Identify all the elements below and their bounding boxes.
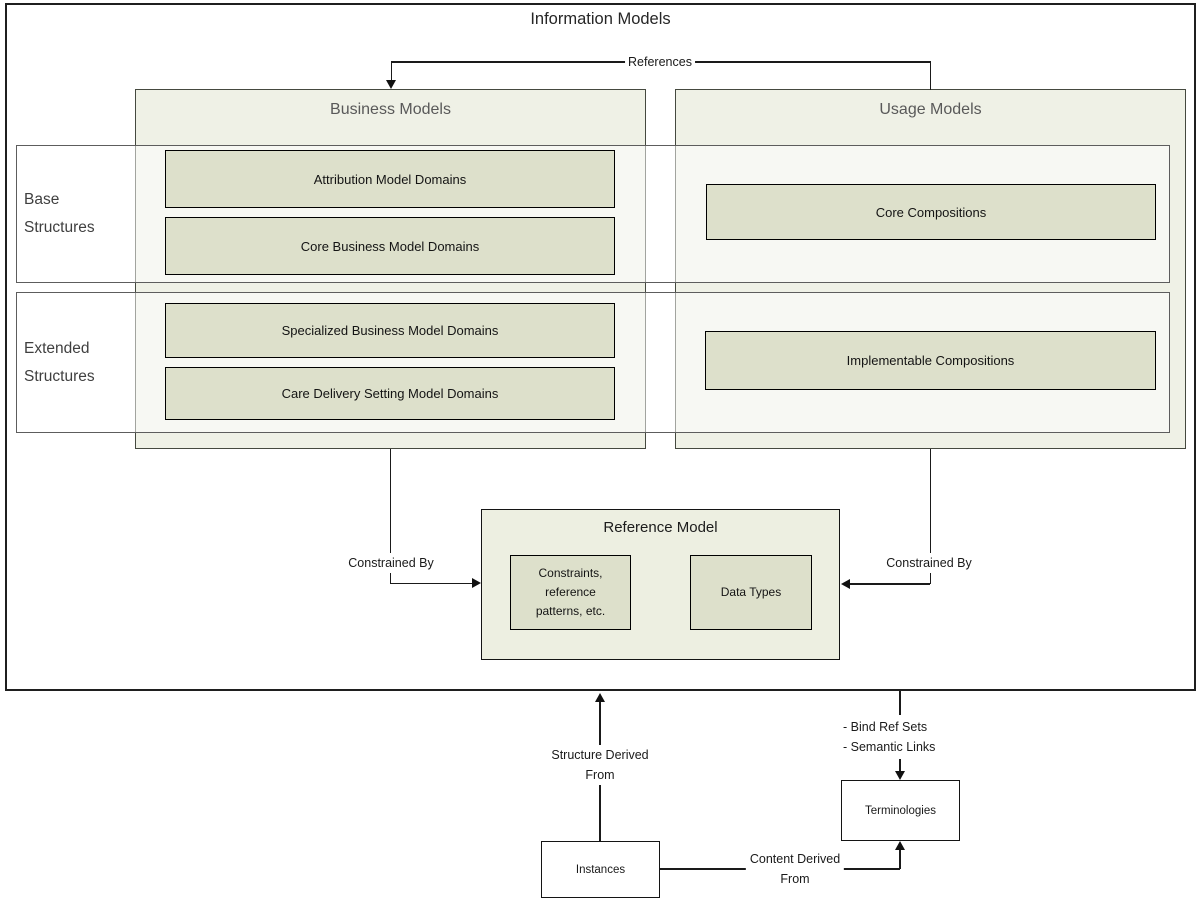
data-types-box: Data Types [690, 555, 812, 630]
implementable-compositions-box: Implementable Compositions [705, 331, 1156, 390]
arrowhead-up-icon [595, 693, 605, 702]
constrained-by-left-label: Constrained By [348, 553, 434, 573]
constrained-by-right-label: Constrained By [886, 553, 972, 573]
care-delivery-setting-model-domains-box: Care Delivery Setting Model Domains [165, 367, 615, 420]
constrained-by-left-connector-h [390, 582, 473, 584]
terminologies-box: Terminologies [841, 780, 960, 841]
specialized-business-model-domains-box: Specialized Business Model Domains [165, 303, 615, 358]
references-label: References [625, 52, 695, 72]
constraints-label: Constraints, reference patterns, etc. [535, 566, 606, 618]
extended-structures-label: Extended Structures [24, 339, 95, 385]
references-connector-right [929, 61, 931, 90]
references-connector-left [390, 61, 392, 82]
data-types-label: Data Types [720, 585, 782, 599]
content-derived-connector-v [899, 849, 901, 869]
base-structures-label: Base Structures [24, 191, 95, 236]
usage-models-title: Usage Models [879, 101, 982, 118]
arrowhead-up-icon [895, 841, 905, 850]
arrowhead-left-icon [841, 578, 850, 589]
core-compositions-label: Core Compositions [875, 204, 987, 220]
arrowhead-down-icon [386, 80, 396, 89]
core-compositions-box: Core Compositions [706, 184, 1156, 240]
implementable-compositions-label: Implementable Compositions [846, 353, 1015, 368]
core-business-model-domains-label: Core Business Model Domains [300, 238, 480, 254]
attribution-model-domains-box: Attribution Model Domains [165, 150, 615, 208]
constrained-by-left-connector-v [389, 449, 391, 583]
business-models-title: Business Models [330, 101, 451, 118]
information-models-title: Information Models [530, 10, 671, 28]
reference-model-title: Reference Model [603, 519, 718, 536]
arrowhead-right-icon [472, 578, 481, 588]
attribution-model-domains-label: Attribution Model Domains [313, 171, 467, 187]
arrowhead-down-icon [895, 771, 905, 780]
bind-annotations-label: - Bind Ref Sets - Semantic Links [843, 715, 940, 759]
care-delivery-setting-model-domains-label: Care Delivery Setting Model Domains [281, 386, 499, 401]
structure-derived-from-label: Structure Derived From [551, 745, 649, 785]
instances-label: Instances [575, 863, 626, 876]
constraints-box: Constraints, reference patterns, etc. [510, 555, 631, 630]
terminologies-label: Terminologies [865, 804, 936, 817]
constrained-by-right-connector-h [850, 583, 930, 585]
content-derived-from-label: Content Derived From [745, 849, 845, 889]
constrained-by-right-connector-v [929, 449, 931, 584]
instances-box: Instances [541, 841, 660, 898]
core-business-model-domains-box: Core Business Model Domains [165, 217, 615, 275]
specialized-business-model-domains-label: Specialized Business Model Domains [281, 323, 499, 338]
